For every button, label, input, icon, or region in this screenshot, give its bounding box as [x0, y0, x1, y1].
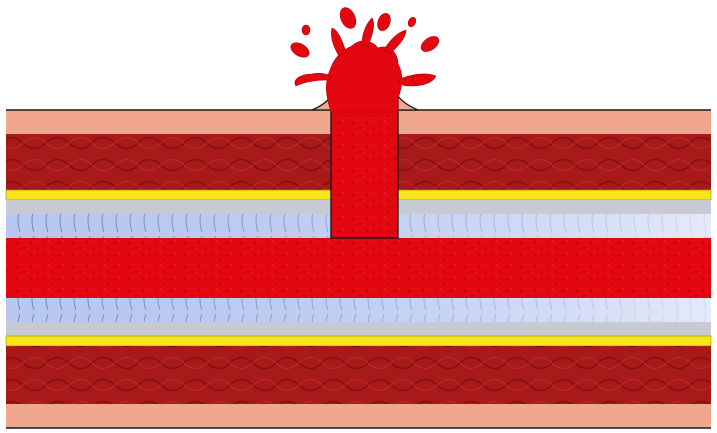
blood-lumen — [6, 238, 711, 298]
muscle-layer-bottom — [6, 346, 711, 404]
blood-spurt — [288, 5, 441, 112]
outer-layer-bottom — [6, 404, 711, 428]
wound-channel — [331, 110, 398, 238]
elastic-band-bottom — [6, 336, 711, 346]
grey-layer-bottom — [6, 322, 711, 336]
